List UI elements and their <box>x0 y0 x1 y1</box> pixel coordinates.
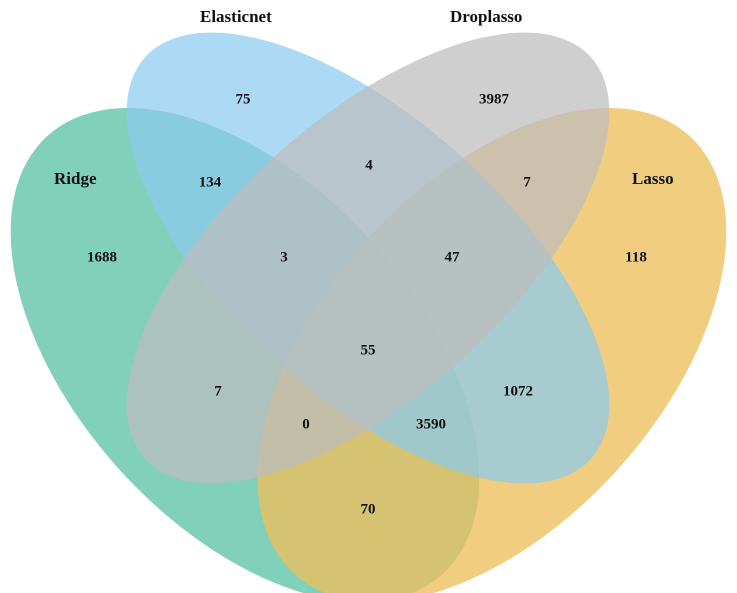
count-ridge-elasticnet-lasso: 3590 <box>416 416 446 432</box>
droplasso-ellipse <box>126 32 610 484</box>
count-elasticnet-droplasso-lasso: 47 <box>445 249 461 265</box>
count-elasticnet-only: 75 <box>236 91 251 107</box>
count-ridge-droplasso-lasso: 0 <box>302 416 310 432</box>
count-ridge-elasticnet-droplasso: 3 <box>280 249 288 265</box>
count-ridge-only: 1688 <box>87 249 117 265</box>
label-ridge: Ridge <box>54 169 97 188</box>
count-elasticnet-lasso: 1072 <box>503 383 533 399</box>
count-droplasso-lasso: 7 <box>523 174 531 190</box>
count-ridge-lasso: 70 <box>361 501 376 517</box>
count-ridge-droplasso: 7 <box>214 383 222 399</box>
count-lasso-only: 118 <box>625 249 647 265</box>
label-elasticnet: Elasticnet <box>200 7 272 26</box>
label-lasso: Lasso <box>632 169 674 188</box>
count-droplasso-only: 3987 <box>479 91 510 107</box>
label-droplasso: Droplasso <box>450 7 522 26</box>
count-all-four: 55 <box>361 342 376 358</box>
count-elasticnet-droplasso: 4 <box>365 157 373 173</box>
count-ridge-elasticnet: 134 <box>199 174 222 190</box>
